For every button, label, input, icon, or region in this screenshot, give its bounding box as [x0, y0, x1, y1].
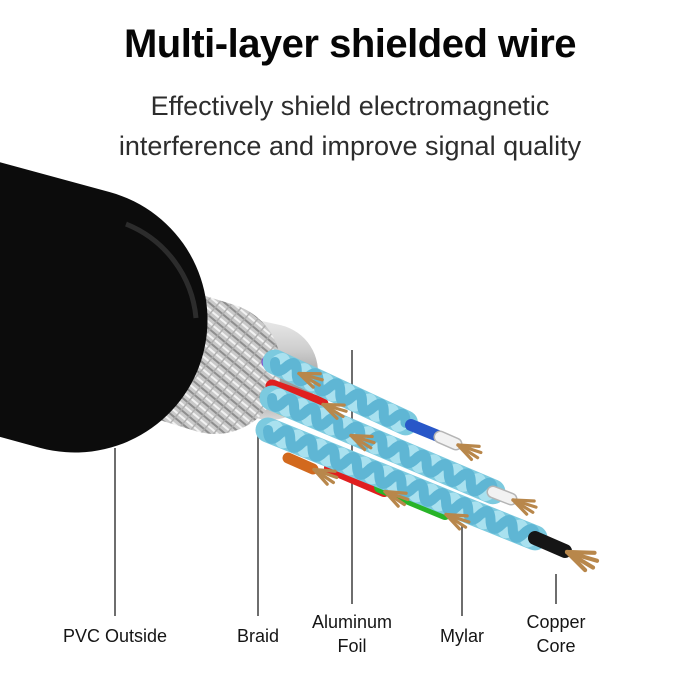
pvc-jacket — [0, 162, 208, 453]
sleeve-mylar-top — [435, 432, 461, 449]
label-braid: Braid — [237, 624, 279, 648]
pair-wave-dark — [263, 425, 541, 543]
pair-wave-dark — [270, 357, 411, 428]
twisted-pair-top — [262, 349, 419, 436]
pair-wave-dark — [267, 393, 498, 497]
page-title: Multi-layer shielded wire — [123, 22, 577, 66]
jacket-highlight-icon — [125, 221, 199, 319]
label-text: PVC Outside — [62, 626, 168, 646]
label-text-line2: Foil — [337, 636, 367, 656]
sleeve-mylar-middle — [488, 487, 516, 504]
label-text: Copper — [526, 612, 586, 632]
subtitle: Effectively shield electromagnetic inter… — [0, 86, 700, 166]
twisted-pair-bottom — [255, 417, 548, 551]
label-mylar: Mylar — [440, 624, 484, 648]
label-text: Braid — [236, 626, 280, 646]
wire-orange — [282, 452, 319, 475]
label-aluminum-foil: Aluminum Foil — [312, 610, 392, 658]
label-text: Mylar — [440, 626, 484, 646]
label-pvc-outside: PVC Outside — [63, 624, 167, 648]
wire-blue — [405, 419, 444, 442]
label-text-line2: Core — [536, 636, 576, 656]
label-text: Aluminum — [311, 612, 393, 632]
subtitle-line-1: Effectively shield electromagnetic — [150, 91, 550, 121]
sleeve-black — [528, 531, 572, 558]
subtitle-line-2: interference and improve signal quality — [118, 131, 582, 161]
label-copper-core: Copper Core — [526, 610, 585, 658]
twisted-pair-middle — [259, 385, 506, 505]
